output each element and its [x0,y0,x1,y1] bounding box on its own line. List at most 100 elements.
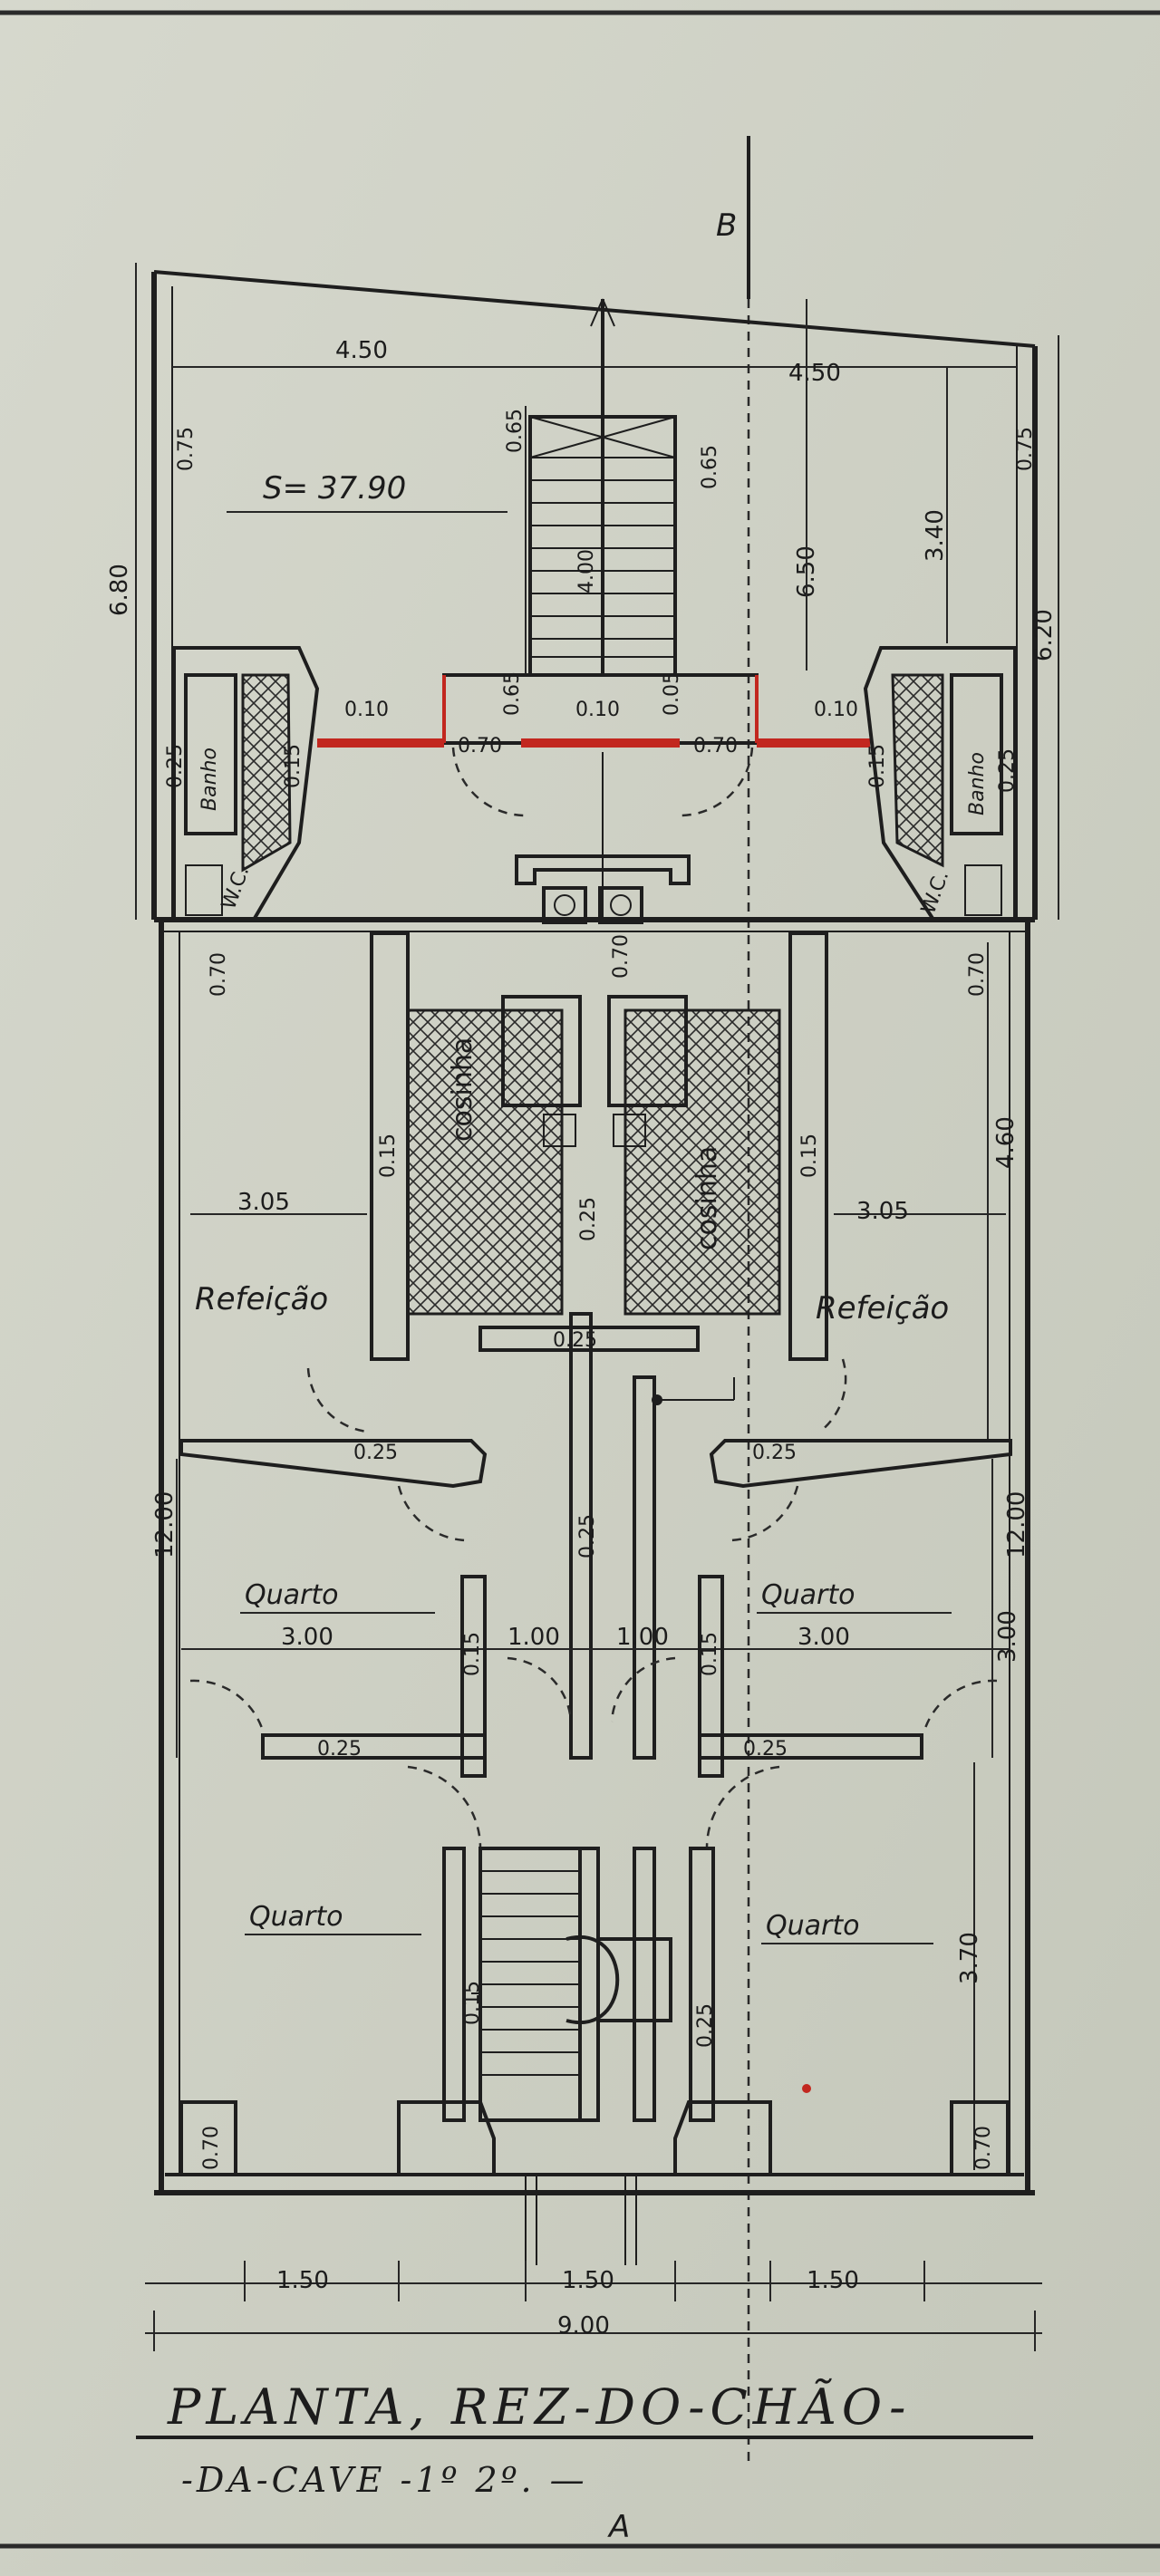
rear-pier-dim-right: 0.70 [966,952,989,997]
dining-right-width: 3.05 [856,1198,909,1225]
kitchen-right-wall [788,931,828,1361]
kitchen-right-dim: 0.15 [798,1134,821,1178]
rear-landing: 0.70 0.70 0.10 0.10 0.10 0.65 0.05 [317,671,870,924]
kitchen-left-stove [501,995,582,1107]
toilet-right [964,864,1002,916]
red-mark [802,2084,811,2093]
left-top-dim: 0.75 [175,427,198,471]
pier-right-center [673,2100,772,2176]
kitchen-left-hatch [406,1008,564,1316]
landing-dim-005-right: 0.05 [661,671,683,716]
kitchen-left-sink [543,1114,576,1147]
dining-left: 3.05 Refeição 0.25 [179,1189,488,1542]
dining-right-door2 [724,1485,799,1542]
stair-top-dim-right: 0.65 [699,445,721,489]
quarto-mid-left-label: Quarto [245,1579,338,1611]
landing-dim-005-left: 0.65 [501,671,524,716]
back-stair-arrow [590,298,615,327]
stair-top-dim-left: 0.65 [504,409,527,453]
rear-pier-dim-left: 0.70 [208,952,230,997]
total-width-dim: 9.00 [557,2312,610,2340]
bay-dim-1: 1.50 [276,2267,329,2294]
mid-right-wall-dim: 0.15 [699,1632,721,1676]
right-top-dim: 0.75 [1014,427,1037,471]
kitchen-right-hatch [624,1008,781,1316]
dining-left-door2 [397,1485,472,1542]
corridor-left-width: 1.00 [508,1624,560,1651]
central-wall-left-leaf [569,1312,593,1760]
bathtub-left [184,673,237,835]
back-stair-treads [530,479,675,658]
kitchen-left-dim: 0.15 [377,1134,400,1178]
quarto-mid-right-width: 3.00 [798,1624,850,1651]
flue-cap [515,854,691,885]
central-party-wall: 0.25 [569,1312,735,1760]
toilet-left [185,864,223,916]
dining-left-partition-dim: 0.25 [353,1442,398,1464]
central-wall-right-leaf [633,1375,656,1760]
stair-length-dim: 4.00 [575,549,598,593]
right-side-dim: 12.00 [1003,1491,1030,1558]
rear-boundary [153,270,1036,348]
bath-label-right: Banho [966,752,989,815]
mid-left-cross-wall [261,1733,487,1760]
mid-right-door [923,1679,998,1732]
bottom-dimensions: 1.50 1.50 1.50 9.00 [145,2261,1042,2351]
yard-area-label: S= 37.90 [263,470,406,507]
mid-left-door [189,1679,265,1732]
top-width-right: 4.50 [788,360,841,387]
pier-right-dim: 0.70 [972,2126,995,2170]
dining-right-label: Refeição [816,1290,949,1327]
door-swing-left [451,747,527,817]
red-wall-dim-right: 0.10 [814,699,858,721]
middle-bedrooms: Quarto Quarto 3.00 1.00 1.00 3.00 0.15 0… [151,1459,1030,1849]
bath-left-dim: 0.25 [164,744,187,788]
dining-left-door [306,1367,368,1433]
bath-left-wall-dim: 0.15 [282,744,304,788]
dining-left-partition [179,1439,488,1489]
front-left-partition [442,1847,466,2122]
rear-center-dim: 0.70 [610,934,633,979]
drawing-title: PLANTA, REZ-DO-CHÃO- [167,2378,911,2436]
mid-right-cross-dim: 0.25 [743,1738,788,1761]
right-mid-dim: 3.40 [922,509,949,562]
section-marker-bottom: A [607,2509,630,2545]
chimney-right-flue [610,894,632,916]
kitchen-right-label: cosinha [691,1146,723,1250]
right-height-dim: 6.20 [1030,609,1058,661]
front-right-partition [689,1847,715,2122]
front-stair: 0.15 [461,1847,672,2122]
house-shell: 0.70 0.70 0.70 [154,917,1035,2195]
title-block: PLANTA, REZ-DO-CHÃO- -DA-CAVE -1º 2º. — [136,2378,1033,2500]
kitchen-left-wall-dim: 0.25 [577,1197,600,1241]
corridor-right-width: 1.00 [616,1624,669,1651]
pier-right-corner [950,2100,1010,2176]
mid-left-wall-dim: 0.15 [461,1632,484,1676]
front-stair-winder [566,1934,620,2025]
central-wall-node [652,1394,662,1405]
front-room-door-left [407,1765,482,1849]
quarto-mid-left-width: 3.00 [281,1624,334,1651]
bathtub-right [950,673,1003,835]
kitchen-left-label: cosinha [447,1037,478,1142]
pier-left-dim: 0.70 [200,2126,223,2170]
quarto-mid-right-label: Quarto [761,1579,855,1611]
dining-right-door [819,1358,847,1433]
kitchen-counter-dim: 0.25 [553,1329,597,1352]
mid-right-wall [698,1575,724,1778]
central-wall-dim: 0.25 [576,1514,599,1558]
kitchen-right-stove [607,995,688,1107]
landing-dim-right: 0.70 [693,735,738,757]
dining-right: 3.05 4.60 Refeição 0.25 [709,942,1020,1542]
mid-right-cross-wall [698,1733,923,1760]
mid-left-wall [460,1575,487,1778]
left-side-dim: 12.00 [151,1491,179,1558]
mid-right-len: 3.00 [994,1610,1021,1663]
front-stair-treads [480,1870,580,2076]
kitchen-counter [478,1326,700,1352]
bath-label-left: Banho [198,748,221,811]
dining-right-len: 4.60 [992,1116,1020,1169]
